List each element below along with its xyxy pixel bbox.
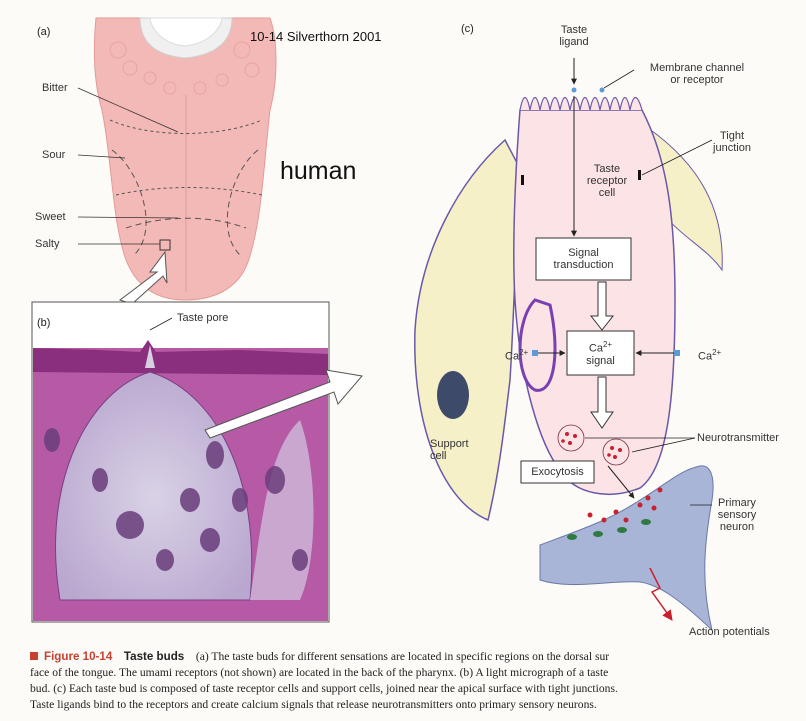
panel-b-letter: (b) — [37, 317, 50, 329]
sweet-label: Sweet — [35, 211, 66, 223]
exocytosis-label: Exocytosis — [521, 466, 594, 478]
caption-line-4: Taste ligands bind to the receptors and … — [30, 697, 802, 713]
bitter-label: Bitter — [42, 82, 68, 94]
figure-number: Figure 10-14 — [44, 650, 112, 663]
tongue-illustration — [78, 18, 276, 304]
ca-left-label: Ca2+ — [505, 347, 528, 363]
figure-title: Taste buds — [124, 650, 184, 663]
panel-c-letter: (c) — [461, 23, 474, 35]
caption-line-2: face of the tongue. The umami receptors … — [30, 665, 802, 681]
salty-label: Salty — [35, 238, 59, 250]
caption-marker-icon — [30, 652, 38, 660]
micrograph-panel — [32, 302, 362, 622]
caption-line-3: bud. (c) Each taste bud is composed of t… — [30, 681, 802, 697]
ca-signal-label: Ca2+ signal — [567, 339, 634, 367]
action-potentials-label: Action potentials — [689, 626, 770, 638]
figure-caption: Figure 10-14 Taste buds (a) The taste bu… — [30, 649, 802, 713]
human-annotation: human — [280, 157, 356, 185]
caption-line-1: (a) The taste buds for different sensati… — [196, 650, 609, 663]
credit-label: 10-14 Silverthorn 2001 — [250, 31, 382, 43]
sour-label: Sour — [42, 149, 65, 161]
neurotransmitter-label: Neurotransmitter — [697, 432, 779, 444]
panel-a-letter: (a) — [37, 26, 50, 38]
ca-right-label: Ca2+ — [698, 347, 721, 363]
taste-pore-label: Taste pore — [177, 312, 228, 324]
